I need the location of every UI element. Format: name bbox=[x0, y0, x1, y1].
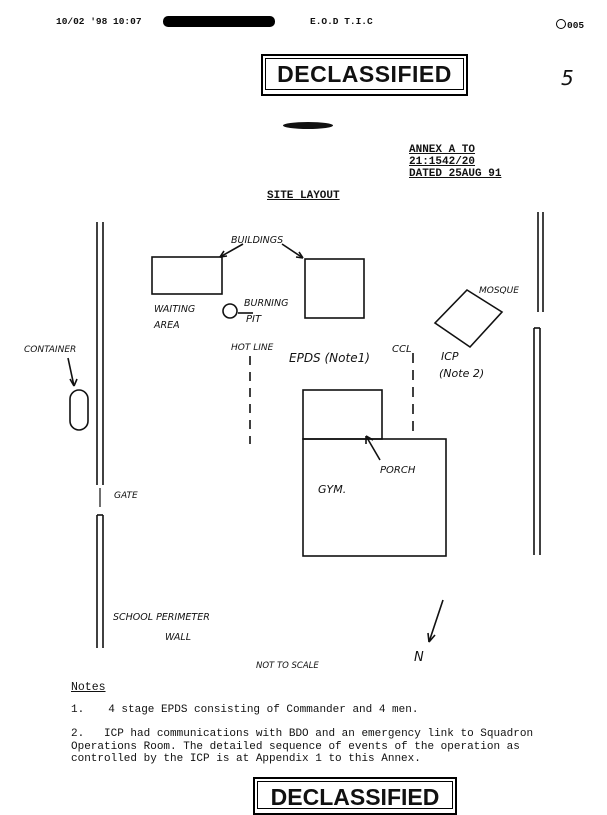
label-school-perimeter: SCHOOL PERIMETER bbox=[113, 612, 210, 623]
circle-icon bbox=[556, 19, 566, 29]
building-waiting-area bbox=[151, 256, 223, 295]
label-waiting-area-2: AREA bbox=[153, 320, 180, 331]
label-icp-1: ICP bbox=[441, 350, 459, 363]
label-ccl: CCL bbox=[392, 344, 412, 355]
fax-datetime: 10/02 '98 10:07 bbox=[56, 16, 142, 27]
note-item-2: 2. ICP had communications with BDO and a… bbox=[71, 728, 541, 766]
annex-line-2: 21:1542/20 bbox=[409, 156, 476, 168]
building-right bbox=[304, 258, 365, 319]
north-arrow bbox=[428, 599, 444, 643]
note-number: 2. bbox=[71, 728, 85, 740]
note-text: 4 stage EPDS consisting of Commander and… bbox=[108, 704, 419, 716]
arrow-to-right-building bbox=[281, 243, 304, 259]
label-mosque: MOSQUE bbox=[479, 286, 519, 296]
fax-page-mark: 005 bbox=[556, 19, 584, 31]
label-porch: PORCH bbox=[380, 465, 416, 476]
arrow-to-porch bbox=[365, 435, 381, 461]
stamp-text: DECLASSIFIED bbox=[257, 781, 453, 810]
notes-heading: Notes bbox=[71, 681, 106, 694]
label-buildings: BUILDINGS bbox=[231, 235, 283, 246]
site-layout-diagram: BUILDINGS WAITING AREA BURNING PIT MOSQU… bbox=[24, 212, 544, 671]
label-gate: GATE bbox=[114, 491, 138, 501]
burning-pit bbox=[222, 303, 238, 319]
gym bbox=[302, 438, 447, 557]
label-container: CONTAINER bbox=[24, 345, 76, 355]
redaction-smudge bbox=[283, 122, 333, 129]
epds-area bbox=[302, 389, 383, 440]
declassified-stamp-bottom: DECLASSIFIED bbox=[253, 777, 457, 815]
label-not-to-scale: NOT TO SCALE bbox=[256, 661, 319, 671]
label-epds: EPDS (Note1) bbox=[289, 351, 370, 365]
note-item-1: 1. 4 stage EPDS consisting of Commander a… bbox=[71, 704, 418, 716]
redaction-bar bbox=[163, 16, 275, 27]
stamp-text: DECLASSIFIED bbox=[265, 58, 464, 90]
label-waiting-area-1: WAITING bbox=[154, 304, 195, 315]
fax-page-number: 005 bbox=[567, 20, 585, 31]
label-hot-line: HOT LINE bbox=[231, 343, 274, 353]
label-burning-pit-2: PIT bbox=[246, 314, 262, 325]
label-icp-2: (Note 2) bbox=[439, 367, 484, 380]
container bbox=[69, 389, 89, 431]
declassified-stamp-top: DECLASSIFIED bbox=[261, 54, 468, 96]
annex-line-1: ANNEX A TO bbox=[409, 144, 476, 156]
mosque bbox=[433, 288, 504, 349]
site-layout-title: SITE LAYOUT bbox=[267, 190, 340, 202]
label-wall: WALL bbox=[165, 632, 191, 643]
annex-line-3: DATED 25AUG 91 bbox=[409, 168, 502, 180]
label-burning-pit-1: BURNING bbox=[244, 298, 288, 309]
fax-sender: E.O.D T.I.C bbox=[310, 16, 373, 27]
arrow-to-left-building bbox=[219, 243, 244, 258]
note-text: ICP had communications with BDO and an e… bbox=[71, 728, 534, 765]
arrow-to-container bbox=[67, 357, 75, 387]
label-north: N bbox=[414, 650, 424, 665]
label-gym: GYM. bbox=[318, 483, 346, 496]
note-number: 1. bbox=[71, 704, 85, 716]
handwritten-page-number: 5 bbox=[561, 66, 574, 90]
